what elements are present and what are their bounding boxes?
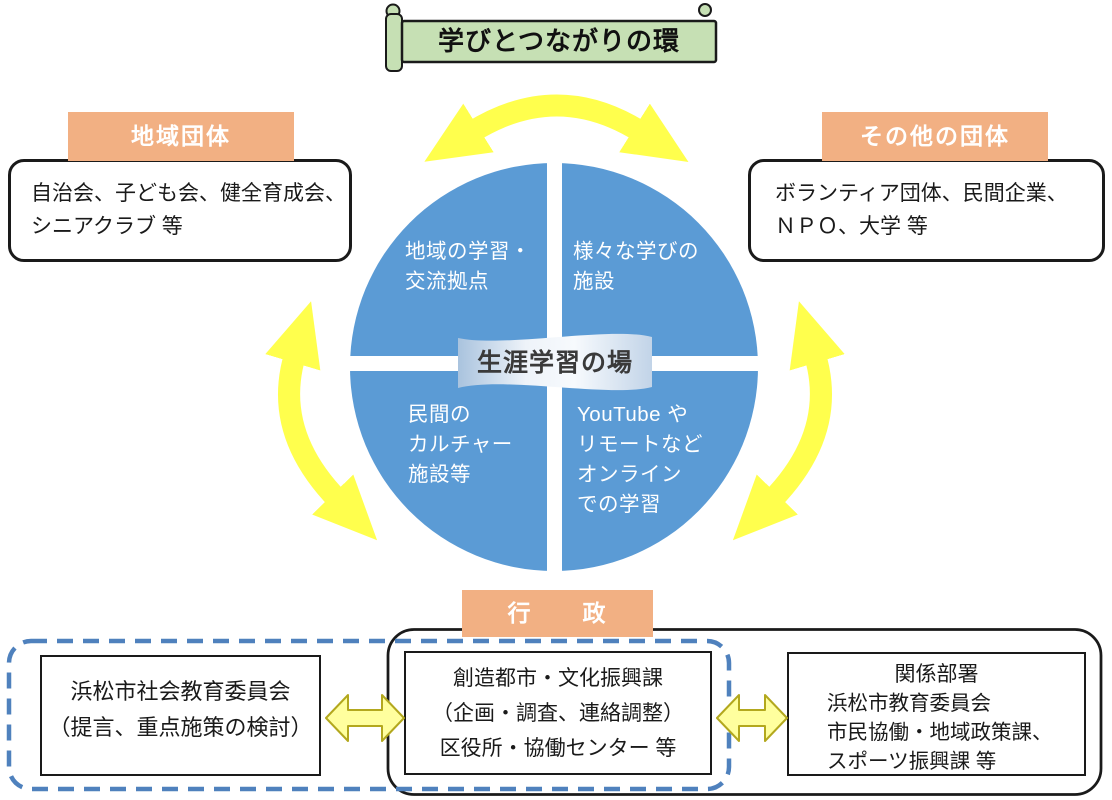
committee-box: 浜松市社会教育委員会 （提言、重点施策の検討） <box>40 655 321 776</box>
scroll-body <box>400 19 718 64</box>
center-ribbon-label: 生涯学習の場 <box>476 349 633 377</box>
local-groups-label: 地域団体 <box>68 112 294 161</box>
other-groups-members: ボランティア団体、民間企業、 ＮＰＯ、大学 等 <box>775 182 1068 238</box>
departments-body: 浜松市教育委員会 市民協働・地域政策課、 スポーツ振興課 等 <box>827 692 1053 773</box>
local-groups-box: 自治会、子ども会、健全育成会、 シニアクラブ 等 <box>8 159 352 262</box>
center-ribbon <box>458 333 652 391</box>
division-box: 創造都市・文化振興課 （企画・調査、連絡調整） 区役所・協働センター 等 <box>404 651 712 775</box>
departments-box: 関係部署 浜松市教育委員会 市民協働・地域政策課、 スポーツ振興課 等 <box>787 652 1086 776</box>
division-text: 創造都市・文化振興課 （企画・調査、連絡調整） 区役所・協働センター 等 <box>432 667 684 760</box>
cycle-arrow-top <box>424 94 689 162</box>
scroll-roll <box>385 13 403 72</box>
government-label: 行 政 <box>462 590 653 637</box>
other-groups-box: ボランティア団体、民間企業、 ＮＰＯ、大学 等 <box>748 159 1105 262</box>
committee-text: 浜松市社会教育委員会 （提言、重点施策の検討） <box>48 679 313 740</box>
cycle-arrow-right <box>732 301 845 541</box>
departments-heading: 関係部署 <box>894 663 979 686</box>
quadrant-top-right-text: 様々な学びの 施設 <box>573 240 699 293</box>
page-title: 学びとつながりの環 <box>438 26 680 56</box>
quadrant-bottom-left-text: 民間の カルチャー 施設等 <box>408 403 513 486</box>
cycle-arrow-left <box>265 301 378 541</box>
scroll-curl-right-icon <box>698 3 712 17</box>
quadrant-top-left-text: 地域の学習・ 交流拠点 <box>405 240 531 293</box>
scroll-banner <box>385 3 718 72</box>
quadrant-bottom-right-text: YouTube や リモートなど オンライン での学習 <box>577 403 703 516</box>
other-groups-label: その他の団体 <box>822 112 1048 161</box>
local-groups-members: 自治会、子ども会、健全育成会、 シニアクラブ 等 <box>31 182 346 238</box>
